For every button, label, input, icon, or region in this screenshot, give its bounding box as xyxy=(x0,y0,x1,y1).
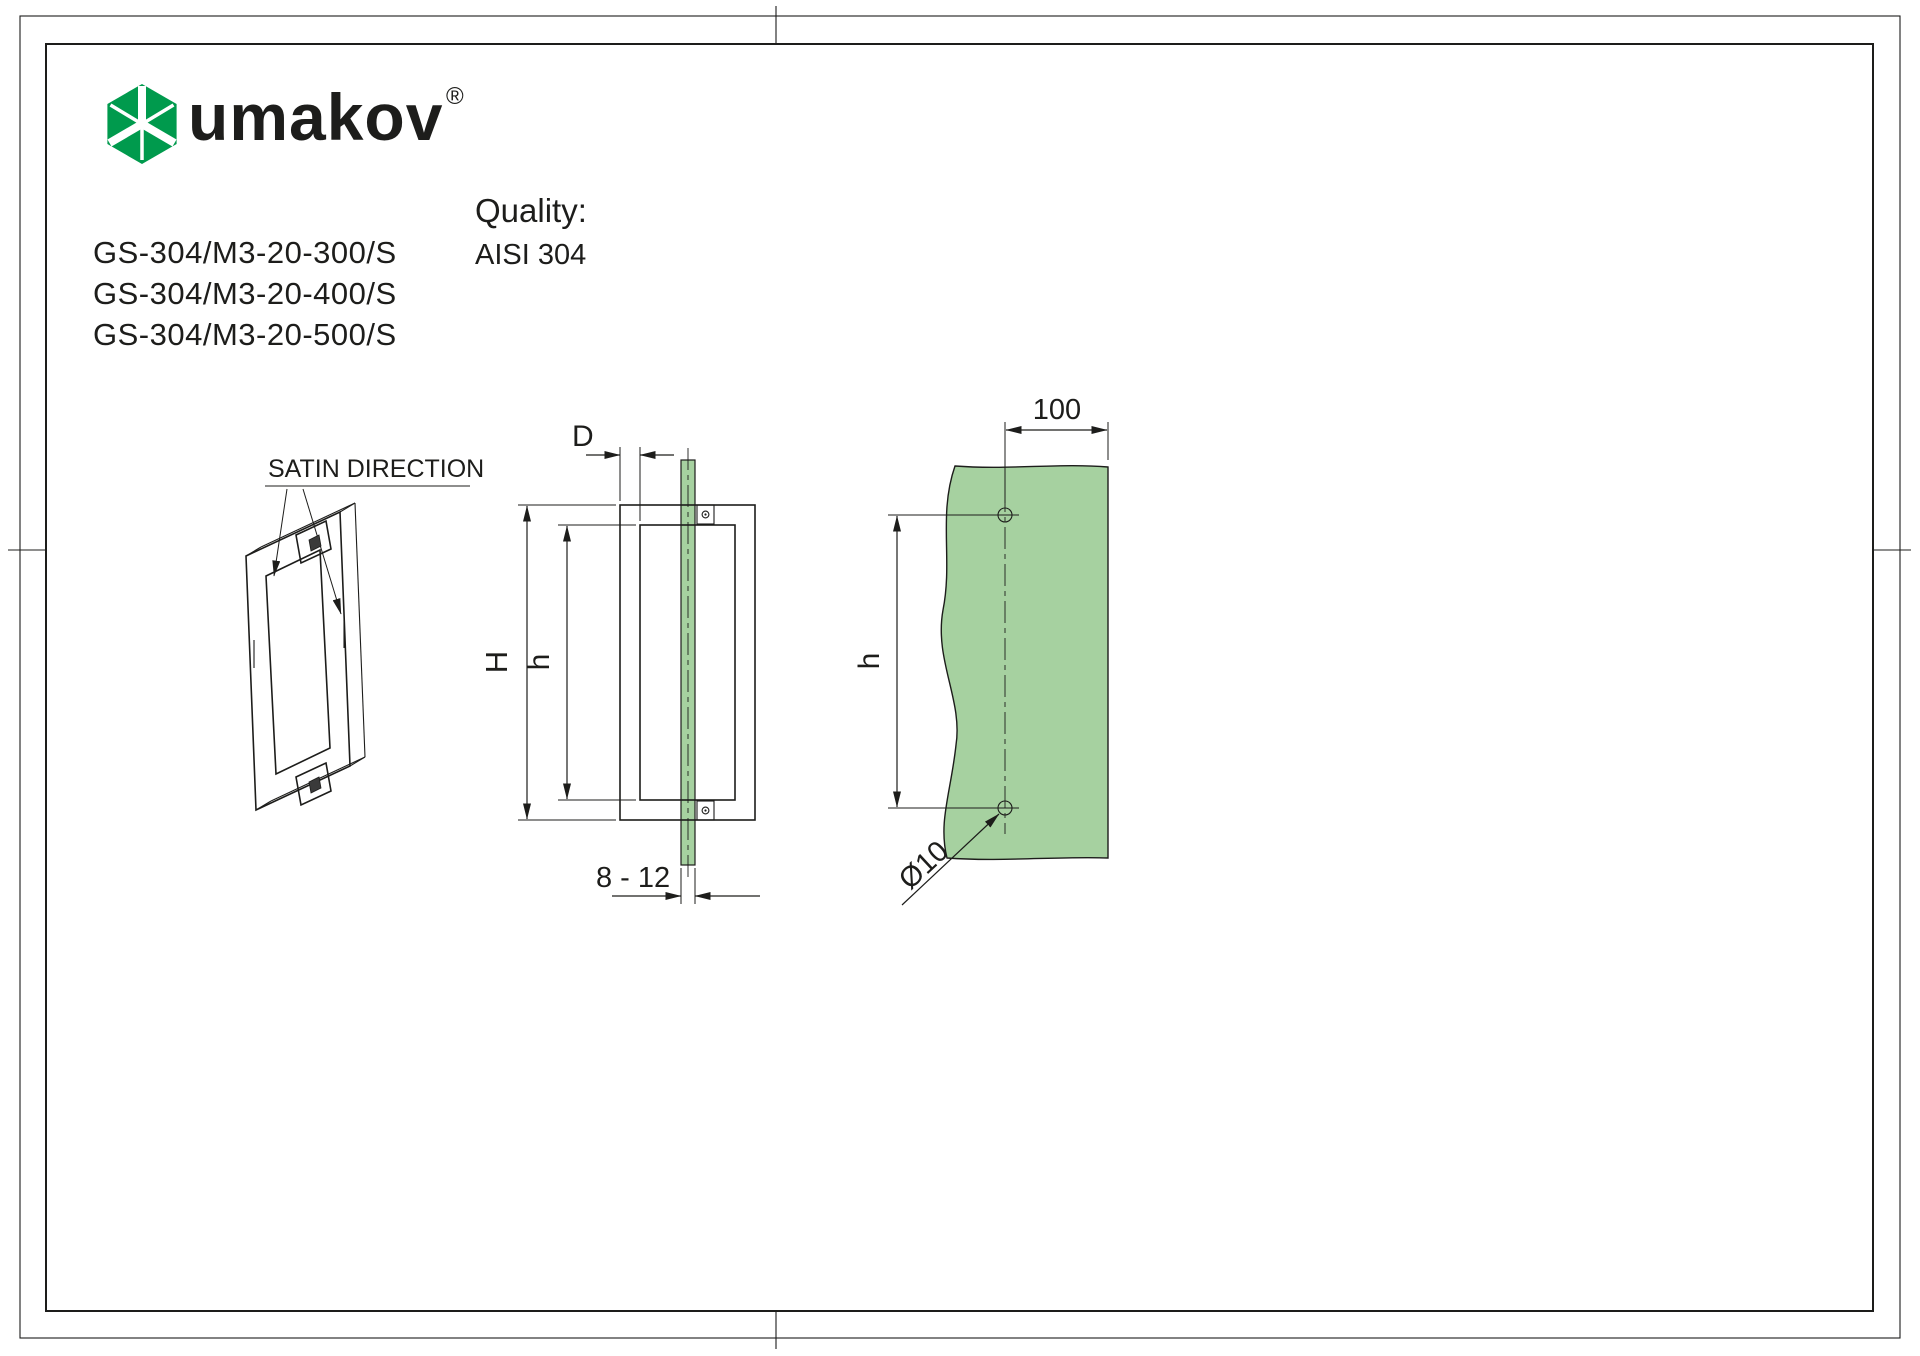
isometric-view: SATIN DIRECTION xyxy=(245,455,484,812)
panel-view: 100 h Ø10 xyxy=(853,394,1109,906)
satin-leader-1 xyxy=(272,488,288,577)
dim-glass-thickness-label: 8 - 12 xyxy=(596,862,670,894)
isometric-mount-block-top xyxy=(295,519,332,565)
isometric-mount-block-bottom xyxy=(295,761,332,807)
dim-h-front-label: h xyxy=(523,654,556,671)
satin-leader-2 xyxy=(302,488,342,615)
dim-hole-offset: 100 xyxy=(1004,394,1109,503)
handle-outer-outline xyxy=(619,504,756,821)
isometric-handle xyxy=(245,502,366,812)
dim-front-height-inner: h xyxy=(523,524,636,801)
umakov-logo-icon xyxy=(107,84,177,164)
front-mount-top xyxy=(696,504,715,525)
front-view: D H h 8 - 12 xyxy=(479,420,760,904)
product-code-2: GS-304/M3-20-400/S xyxy=(93,276,397,311)
dim-h-panel-label: h xyxy=(853,653,886,670)
handle-inner-outline xyxy=(639,524,736,801)
product-code-3: GS-304/M3-20-500/S xyxy=(93,317,397,352)
dim-hole-spacing: h xyxy=(853,514,996,809)
product-code-1: GS-304/M3-20-300/S xyxy=(93,235,397,270)
quality-label: Quality: xyxy=(475,192,587,229)
drawing-frame xyxy=(8,6,1911,1349)
quality-block: Quality: AISI 304 xyxy=(475,192,587,271)
registered-mark: ® xyxy=(446,83,464,110)
dim-D-label: D xyxy=(572,420,594,453)
quality-value: AISI 304 xyxy=(475,239,586,271)
dim-H-label: H xyxy=(479,651,514,673)
satin-direction-label: SATIN DIRECTION xyxy=(268,455,484,483)
dim-100-label: 100 xyxy=(1033,394,1081,426)
glass-panel xyxy=(940,465,1109,861)
product-codes: GS-304/M3-20-300/S GS-304/M3-20-400/S GS… xyxy=(93,235,397,352)
dim-glass-thickness: 8 - 12 xyxy=(596,862,760,904)
dim-front-height-outer: H xyxy=(479,504,616,821)
brand-name: umakov xyxy=(188,80,443,154)
dim-front-width: D xyxy=(572,420,674,521)
umakov-logo: umakov ® xyxy=(107,80,464,164)
front-mount-bottom xyxy=(696,800,715,821)
